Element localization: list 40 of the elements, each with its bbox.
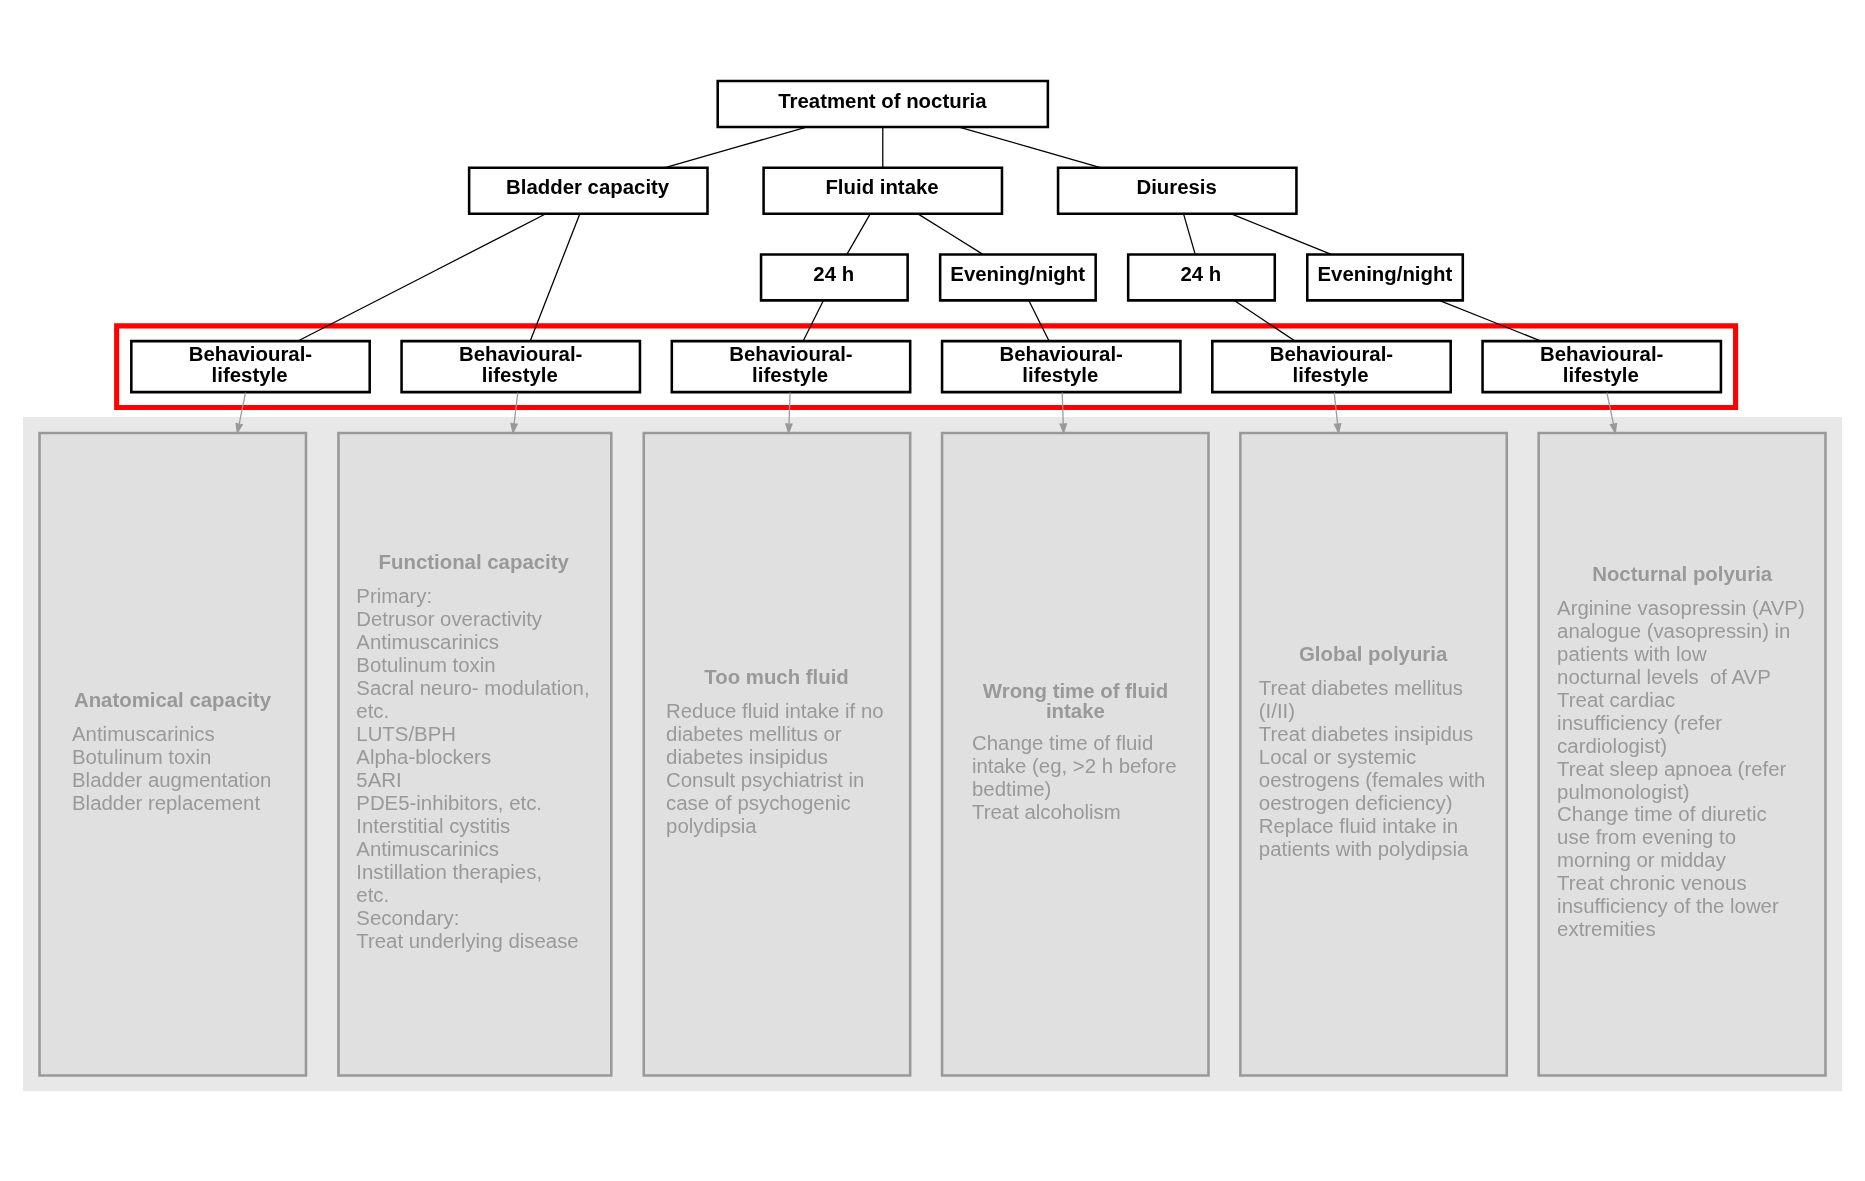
- connector: [882, 126, 884, 168]
- arrow: [784, 391, 793, 435]
- node-box: Nocturnal polyuria Arginine vasopressin (AVP) analogue (vasopressin) in patients with low nocturnal levels of AVP Treat cardiac insufficiency (refer cardiologist) Treat sleep apnoea (refer pulmonologist) Change time of diuretic use from evening to morning or midday Treat chronic venous insufficiency of the lower extremities: [1537, 431, 1827, 1077]
- connector: [1028, 299, 1050, 341]
- connector: [529, 212, 581, 341]
- arrow: [1333, 391, 1342, 435]
- arrow: [510, 391, 519, 435]
- node-box: Bladder capacity: [467, 166, 709, 215]
- cluster: [114, 322, 1739, 410]
- arrow: [1606, 391, 1618, 435]
- connector: [846, 212, 871, 255]
- node-box: Behavioural- lifestyle: [1211, 339, 1452, 393]
- node-box: Behavioural- lifestyle: [130, 339, 371, 393]
- connector: [1230, 212, 1332, 255]
- node-box: 24 h: [759, 252, 909, 302]
- node-box: Behavioural- lifestyle: [400, 339, 642, 393]
- node-box: Diuresis: [1056, 166, 1298, 215]
- node-box: Behavioural- lifestyle: [670, 339, 912, 393]
- connector: [958, 125, 1102, 168]
- cluster: [22, 416, 1843, 1091]
- node-box: Fluid intake: [762, 166, 1004, 215]
- node-box: Treatment of nocturia: [716, 79, 1050, 128]
- arrow: [235, 391, 247, 435]
- arrow: [1059, 391, 1068, 435]
- node-box: Behavioural- lifestyle: [1481, 339, 1723, 393]
- connector: [917, 212, 984, 255]
- node-box: Anatomical capacity Antimuscarinics Botulinum toxin Bladder augmentation Bladder replacement: [38, 431, 308, 1077]
- connector: [297, 212, 547, 342]
- node-box: Evening/night: [1306, 252, 1465, 302]
- node-box: Too much fluid Reduce fluid intake if no diabetes mellitus or diabetes insipidus Consult psychiatrist in case of psychogenic polydipsia: [642, 431, 912, 1077]
- connector: [1233, 299, 1296, 342]
- connector: [1182, 212, 1196, 255]
- node-box: Evening/night: [938, 252, 1097, 302]
- node-box: Behavioural- lifestyle: [940, 339, 1182, 393]
- node-box: 24 h: [1126, 252, 1277, 302]
- node-box: Functional capacity Primary: Detrusor overactivity Antimuscarinics Botulinum toxin Sacral neuro- modulation, etc. LUTS/BPH Alpha-blockers 5ARI PDE5-inhibitors, etc. Interstitial cystitis Antimuscarinics Instillation therapies, etc. Secondary: Treat underlying disease: [337, 431, 613, 1077]
- connector: [663, 125, 808, 168]
- connector: [802, 299, 825, 341]
- node-box: Global polyuria Treat diabetes mellitus (I/II) Treat diabetes insipidus Local or systemic oestrogens (females with oestrogen deficiency) Replace fluid intake in patients with polydipsia: [1239, 431, 1509, 1077]
- node-box: Wrong time of fluid intake Change time of fluid intake (eg, >2 h before bedtime) Treat alcoholism: [940, 431, 1210, 1077]
